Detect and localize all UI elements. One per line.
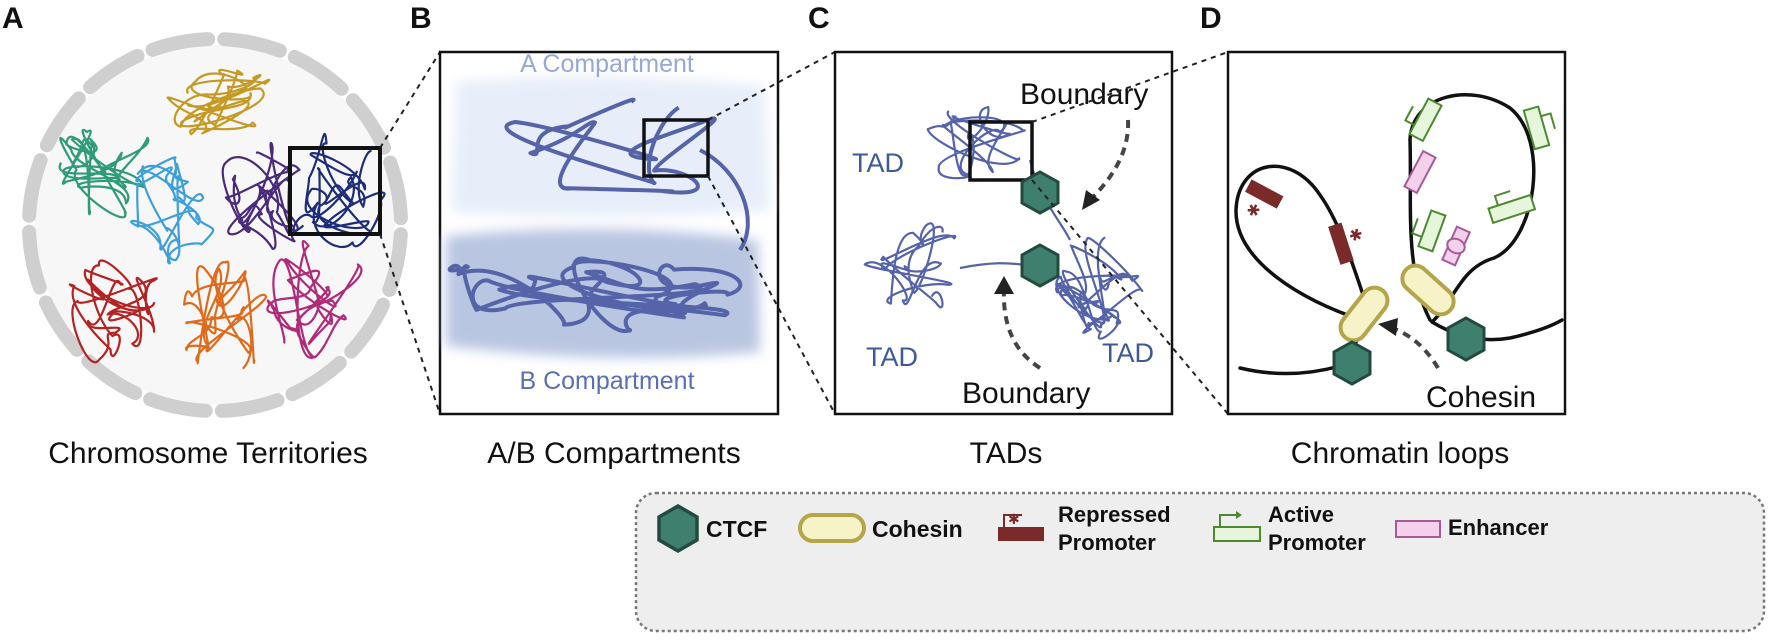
chromosome-territory-1 <box>166 68 271 136</box>
territory-zoom-box <box>288 146 382 236</box>
panel-c-letter: C <box>808 2 830 35</box>
boundary-label-top: Boundary <box>1020 78 1148 111</box>
panel-c-tads: TAD TAD TAD Boundary Boundary <box>833 50 1174 416</box>
cohesin-label: Cohesin <box>1426 381 1536 414</box>
legend-label-active-line1: Active <box>1268 502 1334 527</box>
tad-top-fiber <box>926 106 1026 180</box>
zoom-lines-a-b <box>379 51 441 415</box>
legend-label-active-line2: Promoter <box>1268 530 1366 555</box>
compartment-zoom-box <box>642 118 710 178</box>
tad-label-bottom-right: TAD <box>1102 338 1154 368</box>
legend-item-ctcf: CTCF <box>657 503 767 554</box>
compartment-b-fiber <box>447 256 743 333</box>
nuclear-envelope-segment <box>382 227 408 297</box>
ctcf-hexagon-icon <box>1332 340 1372 386</box>
boundary-label-bottom: Boundary <box>962 377 1090 410</box>
caption-chromosome-territories: Chromosome Territories <box>48 437 368 470</box>
panel-b-compartments: A Compartment B Compartment <box>438 50 780 416</box>
legend-label-repressed-line1: Repressed <box>1058 502 1171 527</box>
active-promoter-icon <box>1487 190 1537 225</box>
nuclear-envelope-segment <box>145 32 216 57</box>
active-promoter-icon <box>1522 105 1556 151</box>
ctcf-hexagon-icon <box>1446 316 1486 362</box>
boundary-arrow-top <box>1082 119 1131 210</box>
chromosome-territory-8 <box>266 240 363 359</box>
nuclear-envelope-segment <box>344 297 391 359</box>
svg-text:✱: ✱ <box>1008 511 1020 527</box>
nuclear-envelope-segment <box>22 224 47 295</box>
legend-item-repressed-promoter: ✱ Repressed Promoter <box>998 502 1171 555</box>
active-promoter-icon <box>1411 209 1447 253</box>
a-compartment-label: A Compartment <box>520 50 694 78</box>
tad-label-bottom-left: TAD <box>866 342 918 372</box>
active-promoter-icon <box>1213 511 1261 542</box>
ctcf-hexagon-icon <box>1020 170 1060 215</box>
caption-chromatin-loops: Chromatin loops <box>1291 437 1509 470</box>
nuclear-envelope-segment <box>285 355 347 402</box>
legend: CTCF Cohesin ✱ Repressed Promoter Active… <box>634 491 1766 633</box>
tad-left-fiber <box>863 222 957 309</box>
chromosome-territory-7 <box>183 260 268 370</box>
cohesin-ring-icon <box>1338 285 1390 343</box>
tad-zoom-box <box>968 120 1034 182</box>
enhancer-icon <box>1403 149 1437 195</box>
compartment-b-strand <box>447 148 750 333</box>
nuclear-envelope-segment <box>22 153 48 223</box>
cohesin-ring-icon <box>1400 263 1456 317</box>
active-promoter-icon <box>1404 97 1443 143</box>
nuclear-envelope-segment <box>83 48 145 95</box>
chromosome-territory-4 <box>221 142 301 250</box>
chromosome-territory-2 <box>58 128 150 219</box>
legend-item-cohesin: Cohesin <box>798 513 963 543</box>
nuclear-envelope-segment <box>38 295 85 357</box>
compartment-link-fiber <box>699 148 750 252</box>
repressed-promoter-icon: ✱ <box>1328 222 1365 265</box>
nuclear-envelope-segment <box>143 392 213 418</box>
cohesin-ring-icon <box>798 513 866 543</box>
legend-label-repressed-line2: Promoter <box>1058 530 1156 555</box>
svg-text:✱: ✱ <box>1344 226 1364 244</box>
ctcf-hexagon-icon <box>1020 243 1060 288</box>
tad-label-top: TAD <box>852 148 904 178</box>
chromosome-territory-3 <box>130 156 215 265</box>
legend-label-enhancer: Enhancer <box>1448 515 1549 540</box>
nuclear-envelope-segment <box>39 91 86 153</box>
legend-label-ctcf: CTCF <box>706 516 767 542</box>
cohesin-arrow <box>1378 318 1440 370</box>
chromosome-territories <box>58 68 386 370</box>
legend-label-cohesin: Cohesin <box>872 516 963 542</box>
nuclear-envelope-segment <box>383 155 408 226</box>
zoom-lines-c-d <box>1031 51 1229 415</box>
legend-item-enhancer: Enhancer <box>1395 515 1549 540</box>
zoom-lines-b-c <box>707 51 836 415</box>
panel-d-letter: D <box>1200 2 1222 35</box>
tad-right-fiber <box>1055 236 1144 340</box>
boundary-arrow-bottom <box>994 276 1042 370</box>
panel-a-letter: A <box>2 2 24 35</box>
caption-ab-compartments: A/B Compartments <box>487 437 740 470</box>
b-compartment-label: B Compartment <box>519 367 694 395</box>
legend-item-active-promoter: Active Promoter <box>1213 502 1366 555</box>
enhancer-icon <box>1395 520 1441 538</box>
caption-tads: TADs <box>970 437 1043 470</box>
repressed-promoter-icon: ✱ <box>998 511 1044 541</box>
nuclear-envelope-segment <box>287 49 349 96</box>
nuclear-envelope-segment <box>217 32 287 58</box>
ctcf-hexagon-icon <box>657 503 699 554</box>
panel-b-letter: B <box>410 2 432 35</box>
nuclear-envelope-segment <box>214 393 285 418</box>
enhancer-icon <box>1440 225 1472 267</box>
panel-d-loops: ✱ ✱ <box>1226 50 1567 416</box>
panel-a-nucleus <box>22 32 408 418</box>
chromosome-territory-6 <box>68 259 158 364</box>
nuclear-envelope-segment <box>81 354 143 401</box>
